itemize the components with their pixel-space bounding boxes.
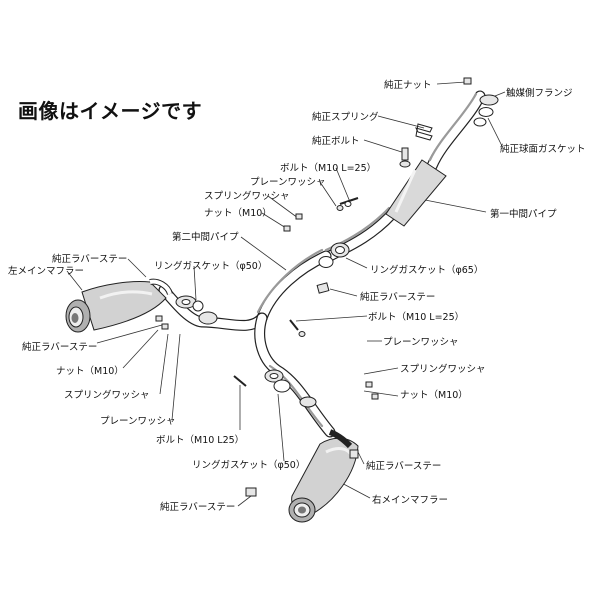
image-note: 画像はイメージです bbox=[18, 99, 203, 123]
first-mid-pipe-resonator bbox=[385, 159, 447, 227]
label-right-main-muffler: 右メインマフラー bbox=[372, 494, 448, 506]
label-spring-washer-top: スプリングワッシャ bbox=[204, 190, 290, 202]
label-stock-rubber-stay-center: 純正ラバーステー bbox=[360, 291, 435, 303]
label-stock-spring: 純正スプリング bbox=[312, 111, 379, 123]
label-catalyst-flange: 触媒側フランジ bbox=[506, 87, 573, 99]
label-stock-rubber-stay-bottom: 純正ラバーステー bbox=[160, 501, 235, 513]
label-bolt-m10-l25-left: ボルト（M10 L25） bbox=[156, 434, 244, 446]
left-main-muffler bbox=[65, 278, 173, 333]
label-first-mid-pipe: 第一中間パイプ bbox=[490, 208, 557, 220]
label-ring-gasket-65: リングガスケット（φ65） bbox=[370, 264, 483, 276]
label-second-mid-pipe: 第二中間パイプ bbox=[172, 231, 239, 243]
label-spring-washer-right: スプリングワッシャ bbox=[400, 363, 486, 375]
right-main-muffler bbox=[288, 429, 359, 523]
label-stock-bolt: 純正ボルト bbox=[312, 135, 360, 147]
label-plain-washer-left: プレーンワッシャ bbox=[100, 416, 176, 427]
label-stock-rubber-stay-right: 純正ラバーステー bbox=[366, 460, 441, 472]
label-nut-m10-top: ナット（M10） bbox=[204, 207, 272, 219]
hardware-parts bbox=[155, 77, 499, 497]
label-nut-m10-right: ナット（M10） bbox=[400, 389, 468, 401]
label-ring-gasket-50-bottom: リングガスケット（φ50） bbox=[192, 459, 305, 471]
leader-lines bbox=[66, 81, 506, 507]
label-stock-nut-top: 純正ナット bbox=[384, 79, 432, 91]
label-spring-washer-left: スプリングワッシャ bbox=[64, 389, 150, 401]
label-bolt-m10-l25-top: ボルト（M10 L=25） bbox=[280, 162, 376, 174]
label-plain-washer-right: プレーンワッシャ bbox=[383, 337, 459, 348]
label-stock-spherical-gasket: 純正球面ガスケット bbox=[500, 143, 586, 155]
label-ring-gasket-50-left: リングガスケット（φ50） bbox=[154, 260, 267, 272]
part-labels: 純正ナット 触媒側フランジ 純正スプリング 純正ボルト 純正球面ガスケット ボル… bbox=[8, 79, 586, 513]
label-nut-m10-left: ナット（M10） bbox=[56, 365, 124, 377]
label-stock-rubber-stay-left-top: 純正ラバーステー bbox=[52, 253, 127, 265]
label-bolt-m10-l25-right: ボルト（M10 L=25） bbox=[368, 311, 464, 323]
label-stock-rubber-stay-left-bottom: 純正ラバーステー bbox=[22, 341, 97, 353]
label-left-main-muffler: 左メインマフラー bbox=[8, 265, 84, 277]
label-plain-washer-top: プレーンワッシャ bbox=[250, 177, 326, 188]
